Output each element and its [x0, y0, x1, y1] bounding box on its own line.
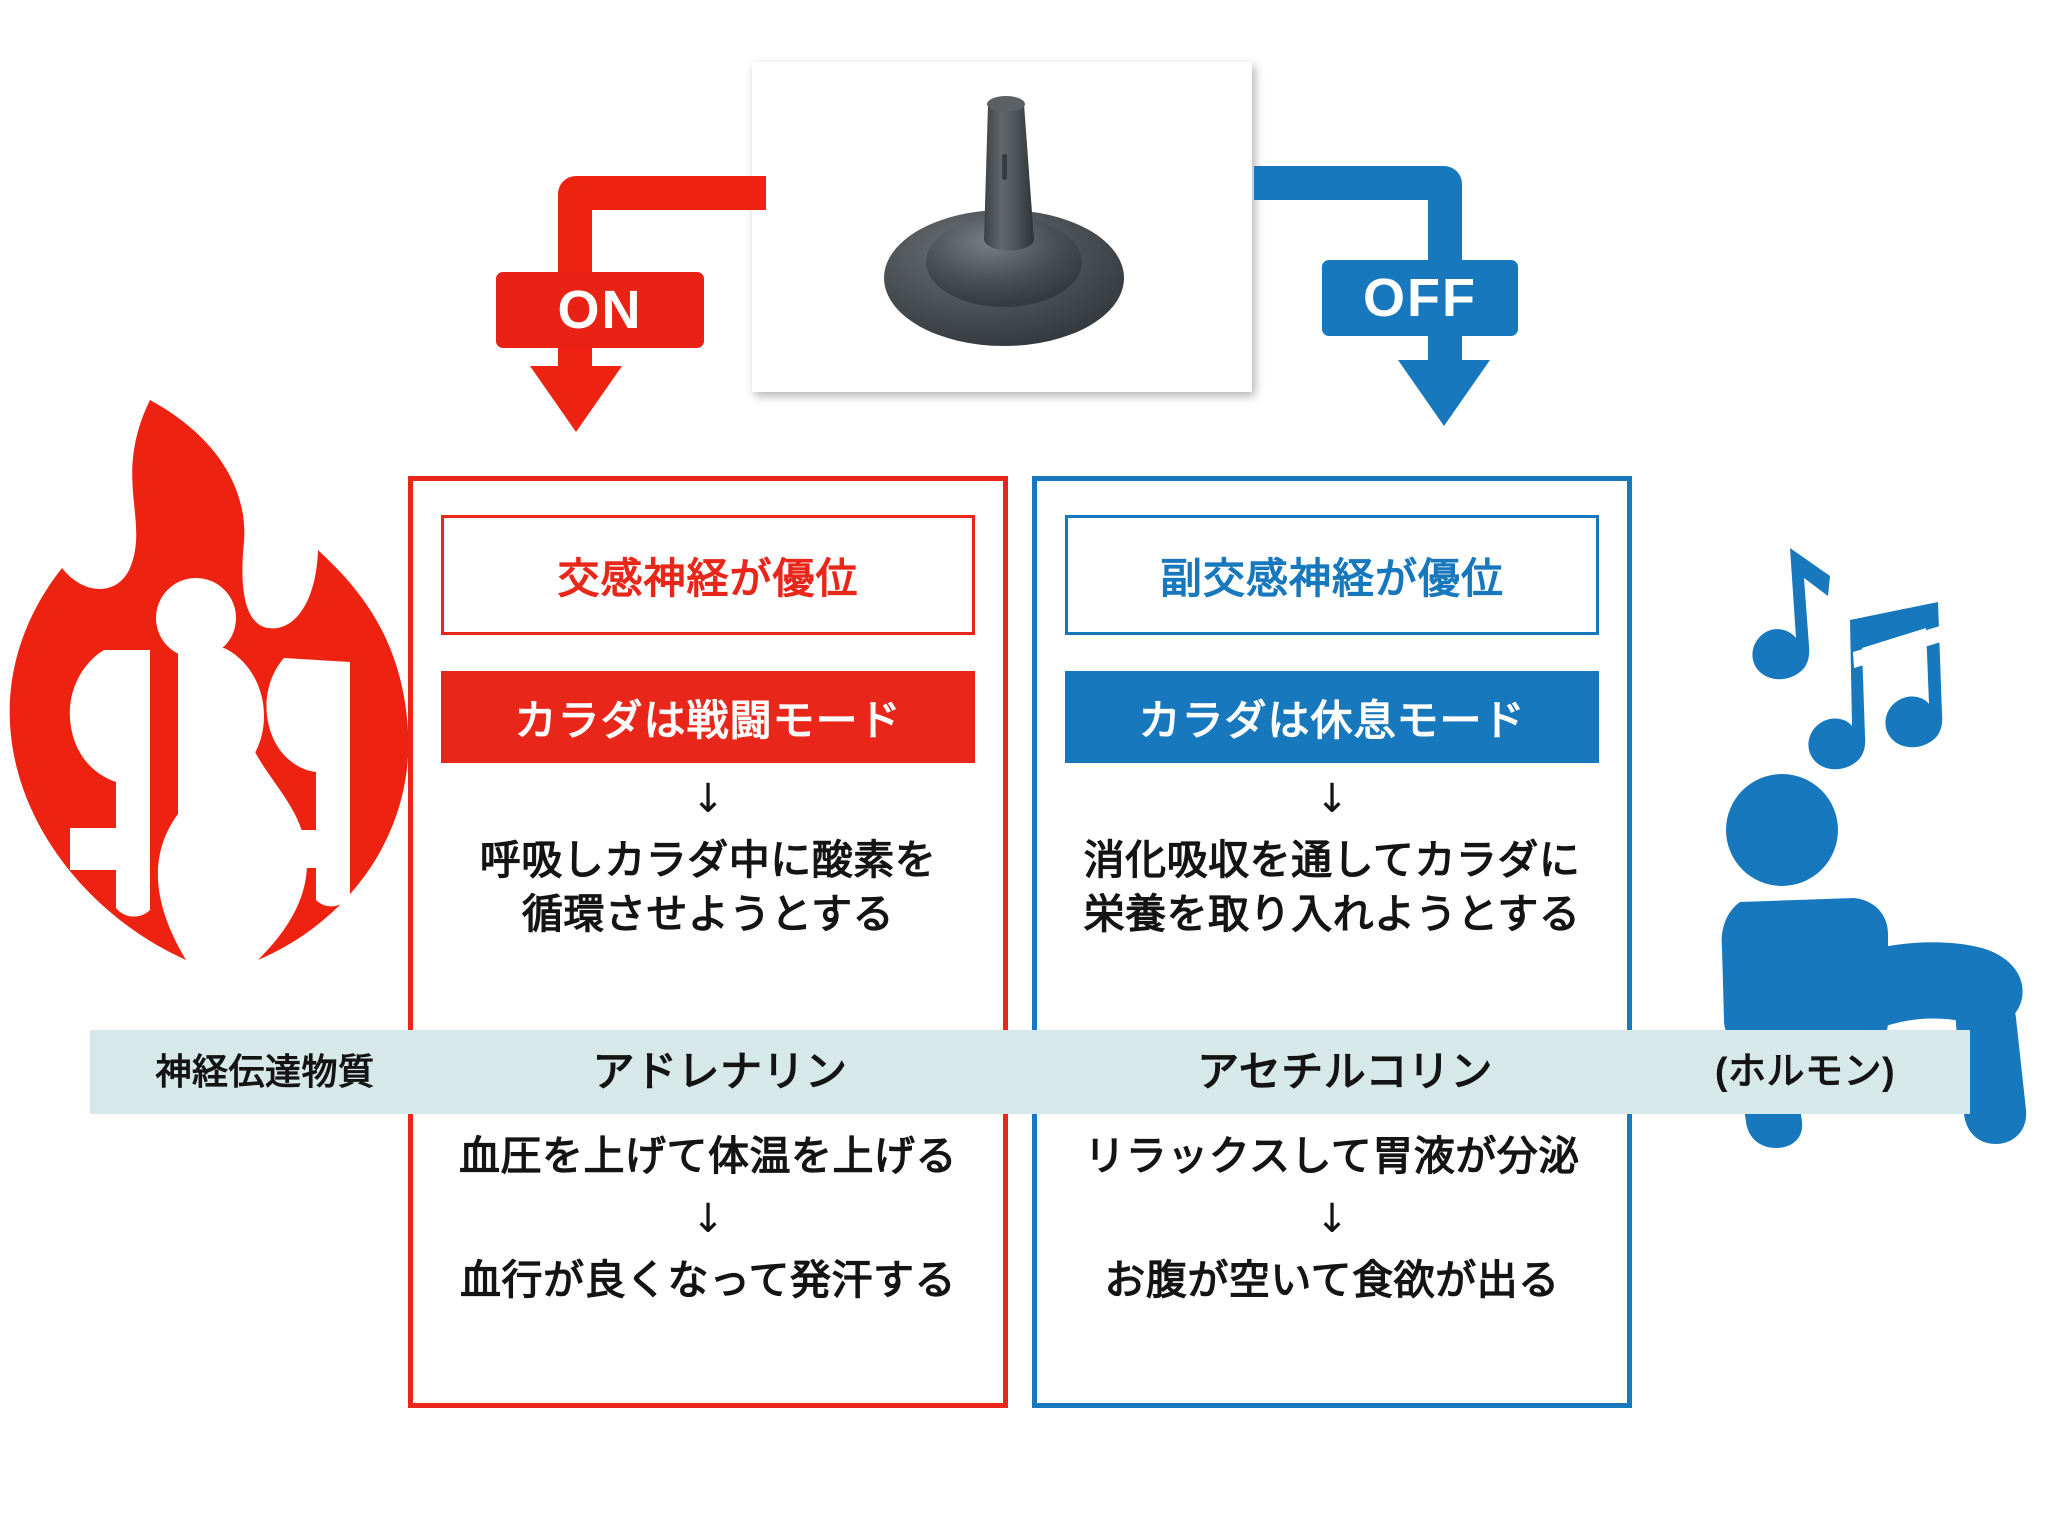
panel-sympathetic-lower-text-1: 血圧を上げて体温を上げる [459, 1129, 957, 1183]
flame-icon [0, 400, 420, 1040]
panel-sympathetic-mode-band: カラダは戦闘モード [441, 671, 975, 763]
panel-parasympathetic-title: 副交感神経が優位 [1065, 515, 1599, 635]
panel-sympathetic-title: 交感神経が優位 [441, 515, 975, 635]
panel-parasympathetic-mode-band: カラダは休息モード [1065, 671, 1599, 763]
down-arrow-icon: ↓ [1315, 1196, 1349, 1243]
panel-parasympathetic-upper-text: 消化吸収を通してカラダに 栄養を取り入れようとする [1084, 833, 1581, 941]
panel-parasympathetic-lower-text-2: お腹が空いて食欲が出る [1104, 1253, 1559, 1307]
down-arrow-icon: ↓ [691, 1196, 725, 1243]
panel-parasympathetic: 副交感神経が優位 カラダは休息モード ↓ 消化吸収を通してカラダに 栄養を取り入… [1032, 476, 1632, 1408]
text-line: リラックスして胃液が分泌 [1084, 1133, 1580, 1180]
neurotransmitter-hormone-note: (ホルモン) [1714, 1051, 1896, 1093]
neurotransmitter-band: 神経伝達物質 アドレナリン アセチルコリン (ホルモン) [90, 1030, 1970, 1114]
neurotransmitter-parasympathetic-value: アセチルコリン [1197, 1048, 1493, 1095]
text-line: 栄養を取り入れようとする [1083, 891, 1581, 938]
text-line: 血圧を上げて体温を上げる [459, 1133, 957, 1180]
text-line: 循環させようとする [521, 891, 895, 938]
panel-parasympathetic-lower-text-1: リラックスして胃液が分泌 [1084, 1129, 1580, 1183]
panel-sympathetic-lower-text-2: 血行が良くなって発汗する [460, 1253, 956, 1307]
connector-arrow-on [530, 170, 770, 470]
toggle-switch-photo [752, 62, 1252, 392]
switch-state-on-badge[interactable]: ON [496, 272, 704, 348]
text-line: お腹が空いて食欲が出る [1104, 1257, 1560, 1304]
text-line: 呼吸しカラダ中に酸素を [479, 837, 937, 883]
panel-sympathetic-upper-text: 呼吸しカラダ中に酸素を 循環させようとする [480, 833, 937, 941]
text-line: 血行が良くなって発汗する [460, 1257, 956, 1304]
connector-arrow-off [1250, 160, 1490, 460]
neurotransmitter-sympathetic-value: アドレナリン [592, 1048, 848, 1095]
switch-state-off-badge[interactable]: OFF [1322, 260, 1518, 336]
music-note-icon [1752, 548, 1943, 770]
neurotransmitter-row-label: 神経伝達物質 [155, 1051, 375, 1092]
relaxed-person-icon [1690, 530, 2050, 1150]
text-line: 消化吸収を通してカラダに [1083, 837, 1581, 883]
panel-sympathetic: 交感神経が優位 カラダは戦闘モード ↓ 呼吸しカラダ中に酸素を 循環させようとす… [408, 476, 1008, 1408]
down-arrow-icon: ↓ [691, 776, 725, 822]
down-arrow-icon: ↓ [1315, 776, 1349, 822]
